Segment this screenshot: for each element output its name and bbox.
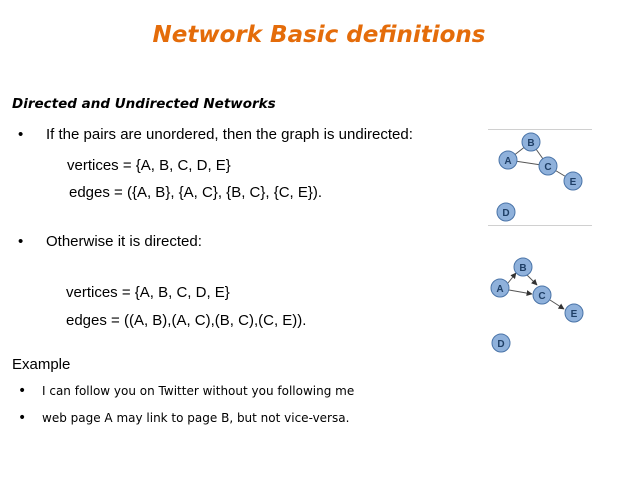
node-label: C [544, 162, 551, 173]
section-subtitle: Directed and Undirected Networks [12, 96, 276, 112]
node-label: E [571, 309, 578, 320]
slide-title: Network Basic definitions [152, 22, 486, 48]
bullet-dot: • [18, 410, 27, 426]
node-d: D [496, 202, 516, 222]
node-c: C [532, 285, 552, 305]
edge-a-c [508, 289, 533, 297]
bullet-dot: • [18, 383, 27, 399]
node-e: E [564, 303, 584, 323]
edge-c-e [549, 299, 565, 310]
node-label: E [570, 177, 577, 188]
node-label: D [502, 208, 509, 219]
edge-b-c [526, 274, 538, 286]
example-item: • I can follow you on Twitter without yo… [18, 383, 438, 402]
directed-vertices: vertices = {A, B, C, D, E} [66, 284, 230, 301]
directed-edges: edges = ((A, B),(A, C),(B, C),(C, E)). [66, 312, 307, 329]
node-label: D [497, 339, 504, 350]
bullet-dot: • [18, 126, 24, 143]
edge-a-b [507, 272, 517, 284]
node-a: A [498, 150, 518, 170]
directed-graph-diagram: B A C E D [490, 257, 584, 353]
node-label: A [504, 156, 511, 167]
node-b: B [513, 257, 533, 277]
node-label: C [538, 291, 545, 302]
node-label: B [527, 138, 534, 149]
graph-divider-bottom [488, 225, 592, 226]
example-item-text: web page A may link to page B, but not v… [42, 411, 350, 425]
node-d: D [491, 333, 511, 353]
bullet-dot: • [18, 233, 24, 250]
node-c: C [538, 156, 558, 176]
node-a: A [490, 278, 510, 298]
bullet-undirected-text: If the pairs are unordered, then the gra… [46, 126, 413, 143]
bullet-directed-text: Otherwise it is directed: [46, 233, 202, 250]
undirected-edges: edges = ({A, B}, {A, C}, {B, C}, {C, E})… [69, 184, 323, 201]
graph-divider-top [488, 129, 592, 130]
undirected-vertices: vertices = {A, B, C, D, E} [67, 157, 231, 174]
example-heading: Example [12, 356, 71, 373]
node-e: E [563, 171, 583, 191]
node-label: B [519, 263, 526, 274]
node-label: A [496, 284, 503, 295]
node-b: B [521, 132, 541, 152]
undirected-graph-diagram: B A C E D [496, 132, 583, 222]
bullet-directed: • Otherwise it is directed: [18, 233, 318, 253]
bullet-undirected: • If the pairs are unordered, then the g… [18, 126, 488, 146]
example-item-text: I can follow you on Twitter without you … [42, 384, 355, 398]
directed-edges-group [507, 272, 565, 310]
example-item: • web page A may link to page B, but not… [18, 410, 438, 429]
